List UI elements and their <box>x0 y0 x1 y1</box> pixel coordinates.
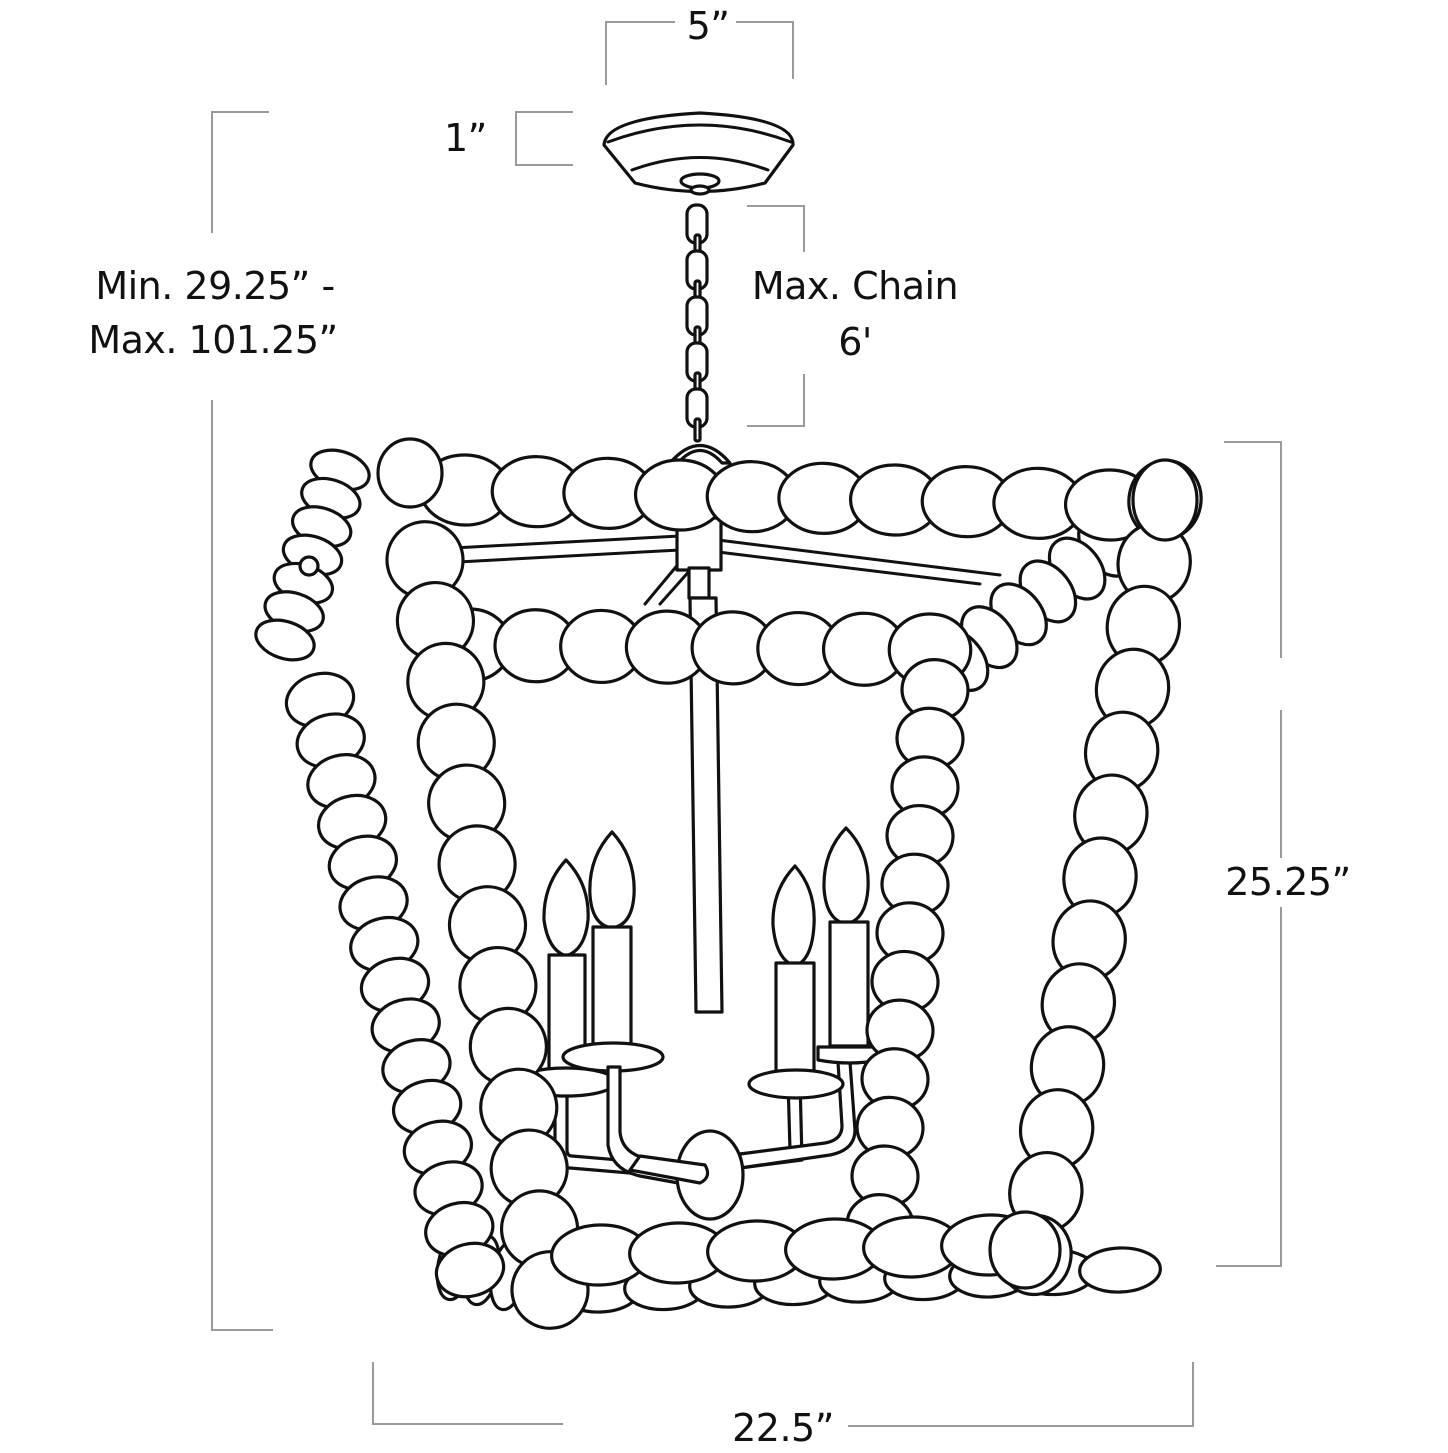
fixture-width-bracket-left <box>372 1362 563 1425</box>
overall-height-label-line1: Min. 29.25” - <box>90 262 340 311</box>
max-chain-label-line1: Max. Chain <box>745 262 965 311</box>
corner-bead-top-left <box>376 437 444 509</box>
candle-cluster <box>514 826 882 1221</box>
canopy <box>602 111 795 196</box>
fixture-width-label: 22.5” <box>728 1404 838 1453</box>
fixture-height-label: 25.25” <box>1224 858 1352 907</box>
canopy-height-bracket <box>515 111 573 166</box>
left-outer-post <box>284 671 506 1299</box>
canopy-width-label: 5” <box>680 2 736 51</box>
back-left-diagonal-top <box>254 448 371 662</box>
right-inner-post <box>845 658 970 1257</box>
max-chain-label-line2: 6' <box>745 318 965 367</box>
finial <box>298 555 320 577</box>
front-top-rail <box>418 453 1157 542</box>
fixture-height-bracket-bottom <box>1216 710 1282 1267</box>
fixture-height-bracket-top <box>1224 441 1282 658</box>
canopy-width-bracket-right <box>736 21 794 79</box>
dimension-lines <box>211 21 1282 1427</box>
canopy-height-label: 1” <box>444 114 487 163</box>
overall-height-bracket-top <box>211 111 269 233</box>
fixture-width-bracket-right <box>848 1362 1194 1427</box>
chain <box>685 203 709 443</box>
chain-bracket-top <box>747 205 805 252</box>
corner-bead-bottom-right <box>988 1210 1062 1290</box>
left-inner-post <box>385 520 590 1330</box>
corner-bead-top-right <box>1131 458 1199 542</box>
center-hub-and-rods <box>451 443 1002 1014</box>
overall-height-bracket-bottom <box>211 400 273 1331</box>
overall-height-label-line2: Max. 101.25” <box>88 316 338 365</box>
chain-bracket-bottom <box>747 374 805 427</box>
canopy-width-bracket-left <box>605 21 675 85</box>
lantern-front-frame <box>284 437 1203 1330</box>
